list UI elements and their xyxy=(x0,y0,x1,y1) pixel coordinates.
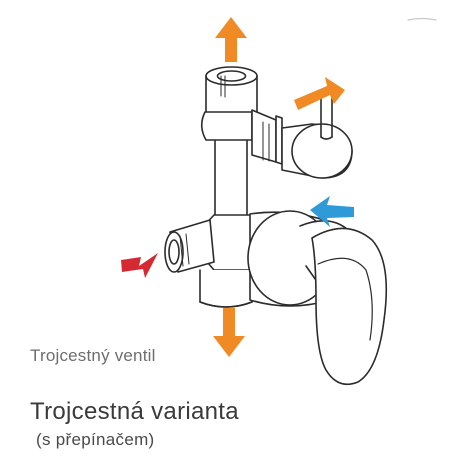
cold-inlet-arrow xyxy=(310,196,354,227)
outlet-down-arrow xyxy=(213,308,245,357)
outlet-up-arrow xyxy=(215,17,247,62)
hot-inlet-arrow xyxy=(121,253,158,278)
mixer-lever xyxy=(311,227,388,386)
lower-cross-body xyxy=(164,214,263,308)
flow-arrows xyxy=(121,17,354,357)
outlet-right-arrow xyxy=(294,77,345,110)
valve-type-label: Trojcestný ventil xyxy=(30,346,156,365)
variant-title: Trojcestná varianta xyxy=(30,398,239,425)
upper-diverter-body xyxy=(200,89,353,179)
variant-subtitle: (s přepínačem) xyxy=(36,430,155,449)
